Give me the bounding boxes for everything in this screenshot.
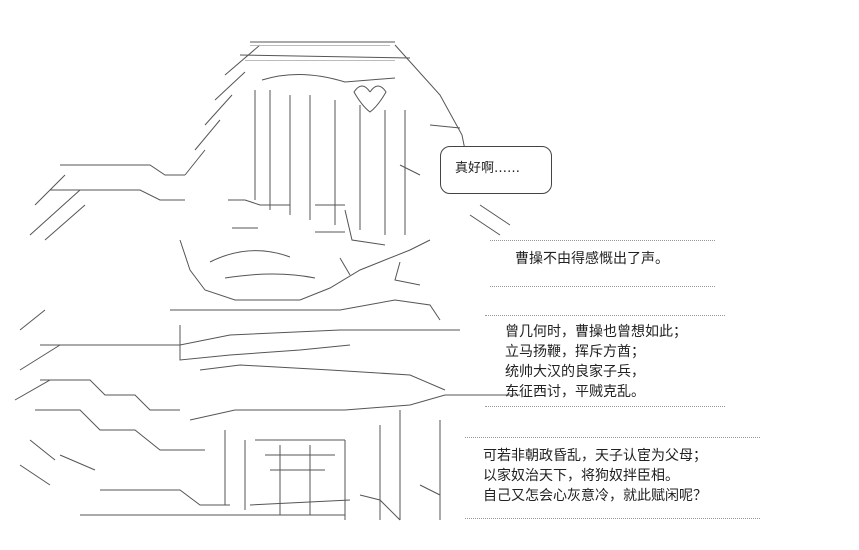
speech-bubble: 真好啊…… <box>440 146 552 194</box>
narration-box-1 <box>490 240 715 287</box>
narration-block-3-line-2: 以家奴治天下，将狗奴拌臣相。 <box>483 468 679 484</box>
narration-line-1: 曹操不由得感慨出了声。 <box>515 251 669 267</box>
narration-box-3 <box>465 437 760 519</box>
narration-box-2 <box>485 315 725 407</box>
speech-bubble-text: 真好啊…… <box>455 161 521 176</box>
narration-block-2-line-2: 立马扬鞭，挥斥方酋； <box>505 344 645 360</box>
narration-block-3-line-3: 自己又怎会心灰意冷，就此赋闲呢？ <box>483 488 707 504</box>
narration-block-2-line-4: 东征西讨，平贼克乱。 <box>505 384 645 400</box>
narration-block-2-line-3: 统帅大汉的良家子兵， <box>505 364 645 380</box>
narration-block-2-line-1: 曾几何时，曹操也曾想如此； <box>505 324 687 340</box>
narration-block-3-line-1: 可若非朝政昏乱，天子认宦为父母； <box>483 448 707 464</box>
